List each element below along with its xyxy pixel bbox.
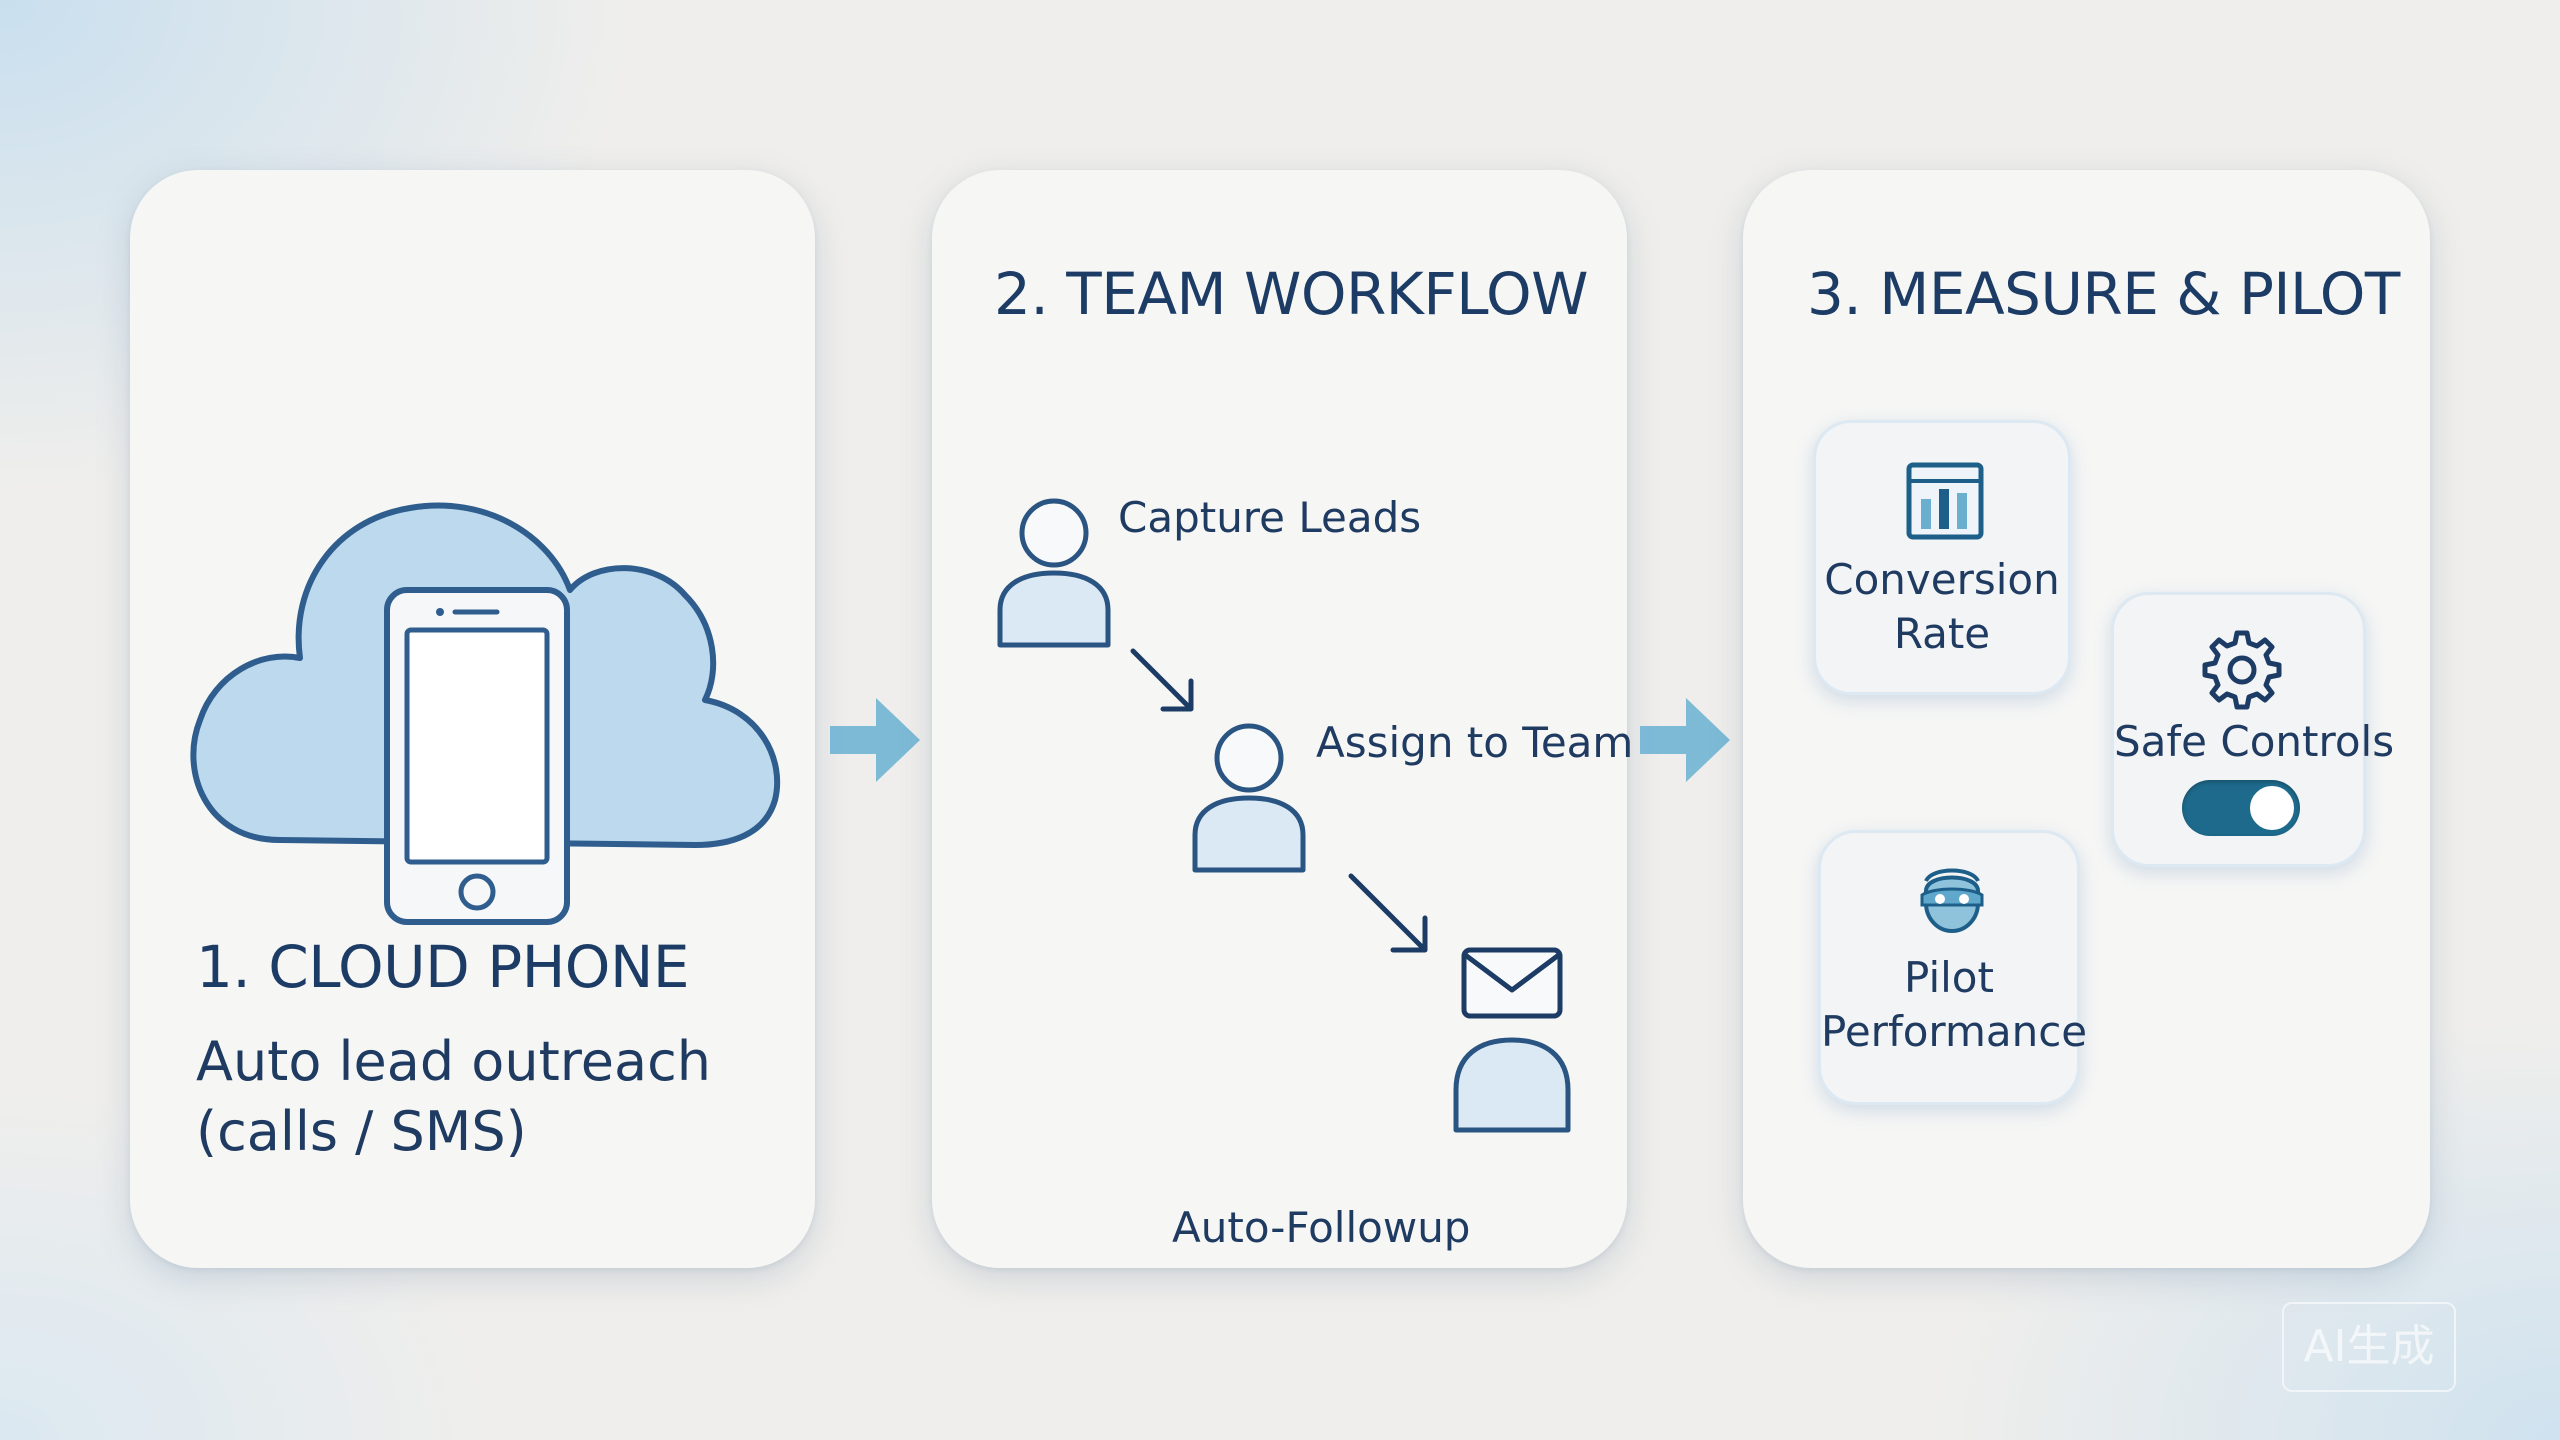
step-card-cloud-phone: 1. CLOUD PHONE Auto lead outreach (calls… (130, 170, 815, 1268)
step-description-line1: Auto lead outreach (196, 1030, 711, 1093)
arrow-down-right-icon (1130, 648, 1194, 712)
tile-label: Safe Controls (2114, 717, 2395, 766)
gear-icon (2202, 630, 2282, 710)
metric-tile-safe-controls: Safe Controls (2111, 592, 2395, 867)
arrow-right-icon (830, 698, 920, 782)
envelope-person-icon (1453, 947, 1571, 1133)
step-description-line2: (calls / SMS) (196, 1100, 527, 1163)
tile-label-line2: Performance (1821, 1007, 2088, 1056)
metric-tile-pilot-performance: Pilot Performance (1818, 830, 2088, 1105)
pilot-icon (1920, 868, 1984, 934)
metric-tile-conversion-rate: Conversion Rate (1813, 420, 2071, 695)
step-title: 1. CLOUD PHONE (196, 933, 690, 1001)
person-icon (1192, 723, 1306, 873)
chart-icon (1906, 462, 1984, 540)
workflow-item-label: Assign to Team (1316, 718, 1634, 767)
step-card-team-workflow: 2. TEAM WORKFLOW Capture Leads Assign to… (932, 170, 1633, 1268)
person-icon (997, 498, 1111, 648)
step-title: 2. TEAM WORKFLOW (994, 260, 1588, 328)
step-title: 3. MEASURE & PILOT (1807, 260, 2400, 328)
watermark: AI生成 (2282, 1302, 2456, 1392)
tile-label-line1: Conversion (1824, 555, 2060, 604)
safe-controls-toggle[interactable] (2182, 780, 2300, 836)
arrow-right-icon (1640, 698, 1730, 782)
cloud-phone-icon (190, 502, 781, 925)
step-card-measure-pilot: 3. MEASURE & PILOT Conversion Rate Safe … (1743, 170, 2430, 1268)
tile-label-line2: Rate (1893, 609, 1991, 658)
workflow-item-label: Auto-Followup (1172, 1203, 1471, 1252)
tile-label-line1: Pilot (1904, 953, 1994, 1002)
arrow-down-right-icon (1348, 873, 1428, 953)
workflow-item-label: Capture Leads (1118, 493, 1422, 542)
toggle-knob (2248, 784, 2296, 832)
